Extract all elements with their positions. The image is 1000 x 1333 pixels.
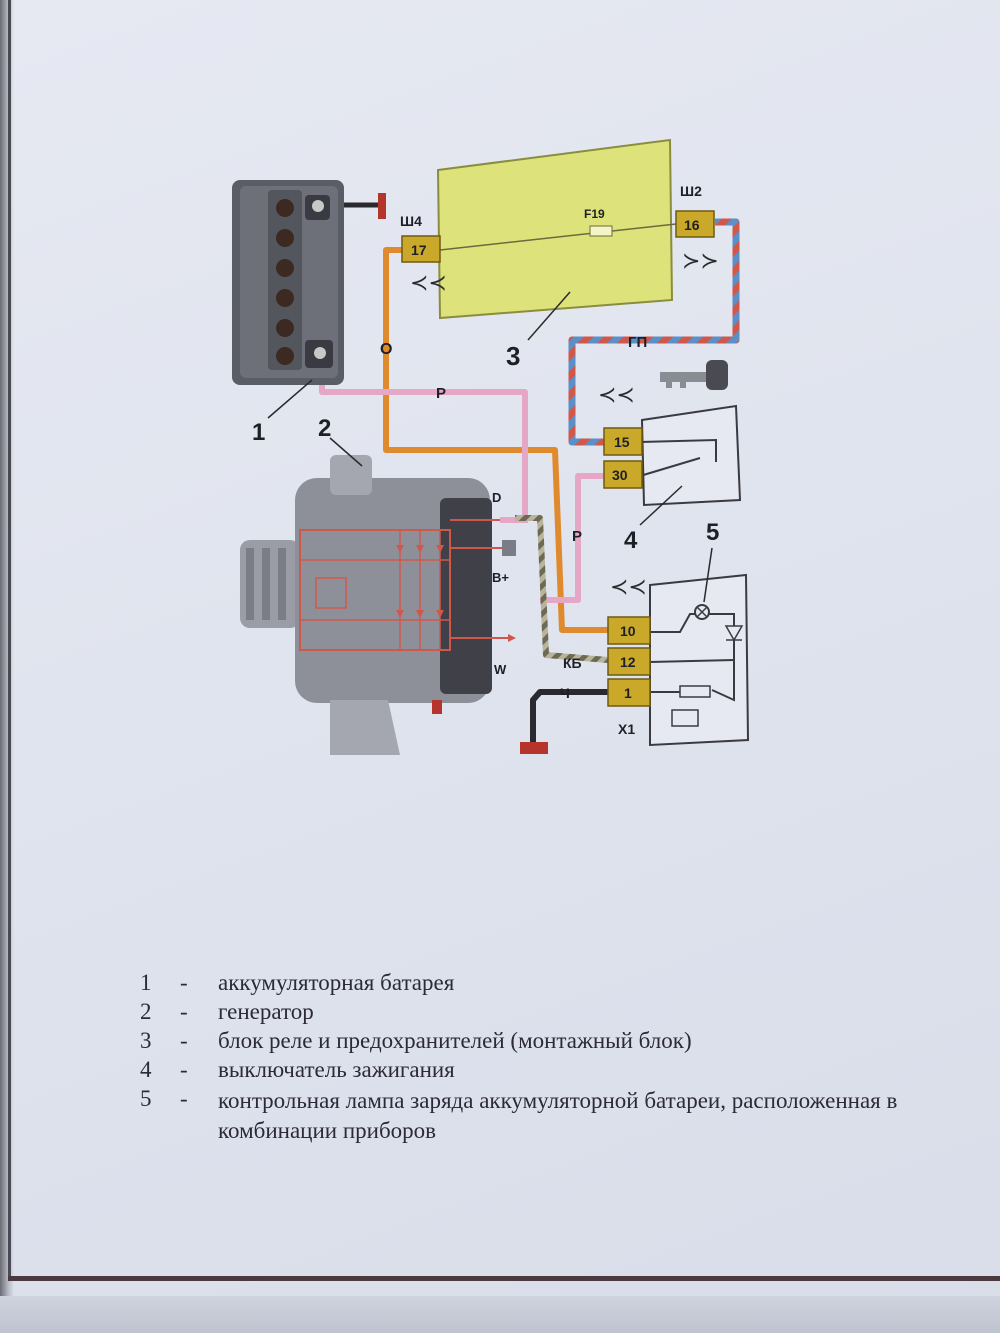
mounting-block [436,138,677,320]
legend-text: блок реле и предохранителей (монтажный б… [218,1028,692,1053]
battery [232,180,344,385]
legend-text: выключатель зажигания [218,1057,455,1082]
wire-label-r: Р [436,385,446,402]
wire-kb [515,515,609,663]
callout-3: 3 [506,341,520,371]
connector-label-x1: X1 [618,721,635,737]
callout-5: 5 [706,519,719,546]
wire-label-o: О [380,341,392,358]
wiring-diagram: ≺≺ ≻≻ ≺≺ ≺≺ [232,138,750,755]
ignition-switch [639,404,742,507]
legend-item: 2 - генератор [140,999,940,1028]
terminal-label-d: D [492,490,501,505]
pin-17 [401,235,441,263]
ground-symbol-ch [520,742,548,754]
callout-4: 4 [624,527,638,554]
callout-2: 2 [318,415,331,442]
wire-black [530,689,608,745]
legend-number: 1 [140,970,152,995]
legend: 1 - аккумуляторная батарея 2 - генератор… [140,970,940,1148]
connector-chevron-sh4: ≺≺ [410,270,447,295]
legend-item: 1 - аккумуляторная батарея [140,970,940,999]
pin-label-1: 1 [624,685,632,701]
pin-10 [607,616,651,645]
wire-pink-to-30 [540,473,604,603]
pin-label-30: 30 [612,467,628,483]
pin-1 [607,678,651,707]
legend-item: 4 - выключатель зажигания [140,1057,940,1086]
instrument-cluster [649,573,750,747]
wire-label-gp: ГП [628,334,647,351]
legend-number: 3 [140,1028,152,1053]
legend-dash: - [180,1028,188,1053]
legend-number: 2 [140,999,152,1024]
legend-text: аккумуляторная батарея [218,970,455,995]
pin-label-16: 16 [684,217,700,233]
frame-left-border [8,0,11,1280]
connector-label-sh4: Ш4 [400,213,422,229]
leader-line-4 [639,485,683,526]
legend-text: генератор [218,999,314,1024]
wire-orange [383,247,610,633]
legend-dash: - [180,1057,188,1082]
connector-chevron-5: ≺≺ [610,574,647,599]
wire-label-kb: КБ [563,655,582,671]
page-bottom-shadow [0,1296,1000,1333]
terminal-label-w: W [494,662,507,677]
pin-label-10: 10 [620,623,636,639]
wire-label-r2: Р [572,528,582,545]
legend-number: 4 [140,1057,152,1082]
leader-line-1 [267,379,313,419]
pin-30 [603,460,643,489]
frame-bottom-border [8,1276,1000,1281]
legend-dash: - [180,999,188,1024]
legend-item: 5 - контрольная лампа заряда аккумулятор… [140,1086,940,1148]
wire-pink-to-generator [500,470,528,523]
legend-item: 3 - блок реле и предохранителей (монтажн… [140,1028,940,1057]
key-icon [660,360,728,390]
pin-label-15: 15 [614,434,630,450]
pin-label-12: 12 [620,654,636,670]
legend-dash: - [180,1086,188,1111]
legend-number: 5 [140,1086,152,1111]
leader-line-2 [329,437,363,467]
leader-line-5 [703,547,713,603]
leader-line-3 [527,291,571,341]
wire-label-ch: Ч [560,685,570,701]
callout-1: 1 [252,419,265,446]
legend-dash: - [180,970,188,995]
pin-label-17: 17 [411,242,427,258]
pin-15 [603,427,643,456]
wire-pink [319,365,528,470]
terminal-label-bplus: B+ [492,570,509,585]
ground-symbol-battery [378,193,386,219]
wire-blue-red [568,218,740,446]
pin-12 [607,647,651,676]
connector-label-sh2: Ш2 [680,183,702,199]
fuse-label: F19 [584,207,605,221]
connector-chevron-sh2: ≻≻ [682,248,719,273]
generator [240,455,516,755]
legend-text: контрольная лампа заряда аккумуляторной … [218,1088,898,1143]
connector-chevron-4: ≺≺ [598,382,635,407]
pin-16 [675,210,715,238]
